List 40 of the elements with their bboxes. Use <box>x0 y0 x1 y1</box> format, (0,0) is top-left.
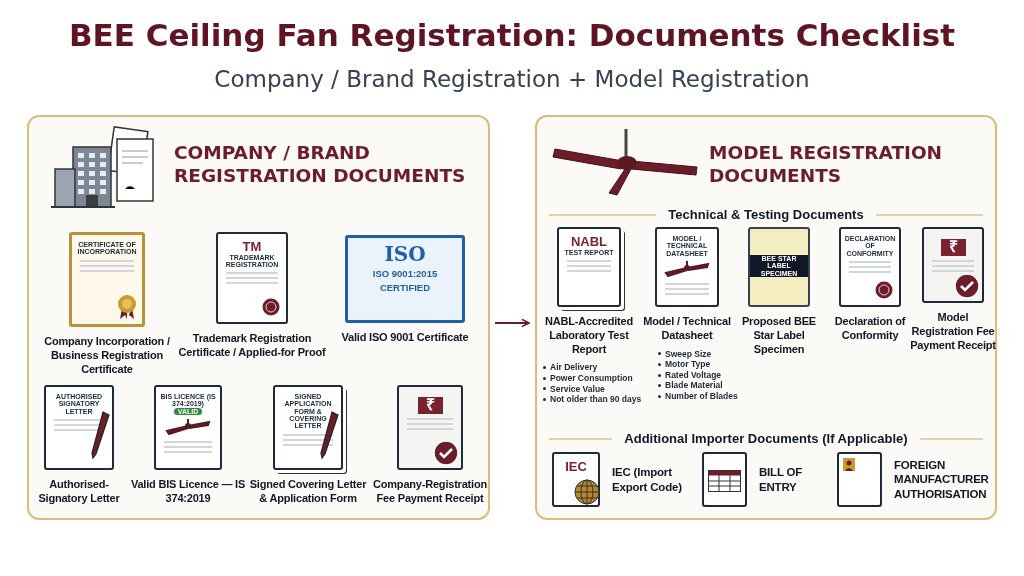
document-caption: Model Registration Fee Payment Receipt <box>909 311 997 353</box>
document-caption: BILL OF ENTRY <box>759 465 804 494</box>
document-caption: Model / Technical Datasheet <box>642 315 732 343</box>
arrow <box>494 318 530 328</box>
rupee-symbol: ₹ <box>417 397 443 414</box>
icon-text: IEC <box>564 460 588 474</box>
bullet-item: Sweep Size <box>665 348 712 360</box>
bullet-item: Blade Material <box>665 380 723 391</box>
document-caption: Declaration of Conformity <box>833 315 907 343</box>
document-caption: Valid BIS Licence — IS 374:2019 <box>129 478 247 506</box>
document-caption: Authorised-Signatory Letter <box>37 478 121 506</box>
bullet-item: Motor Type <box>665 359 711 370</box>
icon-text: ISO <box>383 244 427 265</box>
section-heading: Additional Importer Documents (If Applicable) <box>624 430 908 448</box>
document-caption: Proposed BEE Star Label Specimen <box>741 315 817 357</box>
bullet-item: Number of Blades <box>665 391 738 402</box>
document-caption: Signed Covering Letter & Application Form <box>248 478 368 506</box>
document-caption: Valid ISO 9001 Certificate <box>341 331 469 345</box>
bullet-item: Not older than 90 days <box>550 394 642 405</box>
icon-text: ISO 9001:2015 <box>371 269 439 279</box>
document-caption: FOREIGN MANUFACTURER AUTHORISATION <box>894 457 990 502</box>
icon-text: CERTIFIED <box>378 282 432 293</box>
section-panel <box>535 115 997 520</box>
bullet-item: Rated Voltage <box>665 369 722 381</box>
panel-heading: MODEL REGISTRATION DOCUMENTS <box>709 141 944 188</box>
bullet-item: Power Consumption <box>550 372 633 384</box>
document-caption: Trademark Registration Certificate / Applied-for Proof <box>177 332 327 360</box>
document-caption: NABL-Accredited Laboratory Test Report <box>543 315 635 357</box>
page-title: BEE Ceiling Fan Registration: Documents Checklist <box>67 16 957 55</box>
document-caption: IEC (Import Export Code) <box>612 465 683 494</box>
page-subtitle: Company / Brand Registration + Model Registration <box>213 65 811 94</box>
icon-text: TM <box>241 240 263 254</box>
panel-heading: COMPANY / BRAND REGISTRATION DOCUMENTS <box>174 141 467 188</box>
bullet-item: Service Value <box>550 383 605 395</box>
section-heading: Technical & Testing Documents <box>668 206 864 224</box>
icon-text: NABL <box>569 235 609 249</box>
section-panel <box>27 115 490 520</box>
rupee-symbol: ₹ <box>940 239 966 256</box>
document-caption: Company-Registration Fee Payment Receipt <box>372 478 488 506</box>
bullet-item: Air Delivery <box>550 362 598 373</box>
